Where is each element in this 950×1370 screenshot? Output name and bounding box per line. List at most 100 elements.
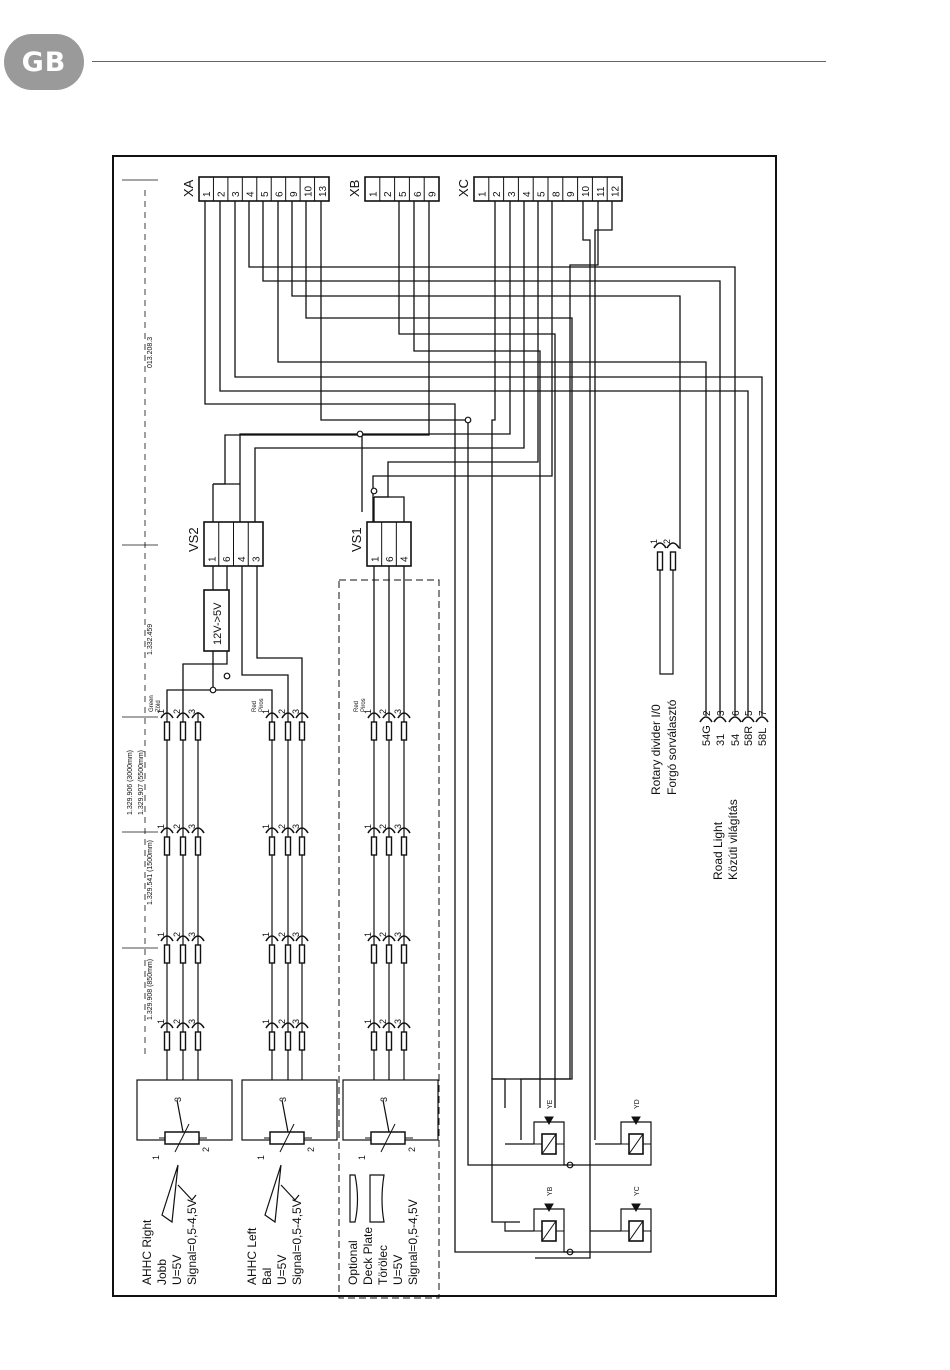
plug-pin-label: 3 (393, 824, 403, 829)
plug-pin-label: 2 (277, 1019, 287, 1024)
plug-pin (268, 1031, 276, 1051)
connector-pin-label: 1 (477, 191, 488, 197)
plug-socket (160, 935, 174, 942)
plug-pin (400, 836, 408, 856)
sensor-box (241, 1079, 338, 1141)
plug-pin (370, 944, 378, 964)
diagram-frame (112, 155, 777, 1297)
connector-pin-label: 2 (383, 191, 394, 197)
connector-pin-label: 6 (222, 556, 233, 562)
plug-pin (194, 1031, 202, 1051)
connector-pin-label: 4 (522, 191, 533, 197)
plug-socket (382, 827, 396, 834)
plug-socket (176, 935, 190, 942)
wire-vs2-pin4 (241, 566, 289, 712)
sensor-box (342, 1079, 439, 1141)
plug-pin (400, 721, 408, 741)
connector-pin-label: 5 (537, 191, 548, 197)
pot-pin-label: 2 (201, 1147, 211, 1152)
plug-pin (370, 1031, 378, 1051)
cable-label: 1.329.541 (1500mm) (147, 840, 154, 905)
plug-socket (191, 827, 205, 834)
plug-pin-label: 1 (261, 932, 271, 937)
sensor-text: Jobb (155, 1259, 169, 1285)
junction-dot (356, 430, 364, 438)
connector-pin-label: 9 (566, 191, 577, 197)
cable-label: 013.208.3 (147, 337, 154, 368)
junction-dot (464, 416, 472, 424)
plug-pin-label: 1 (156, 709, 166, 714)
road-light-terminal-name: 58R (743, 726, 755, 746)
junction-dot (370, 487, 378, 495)
plug-pin (179, 836, 187, 856)
plug-pin-label: 2 (172, 1019, 182, 1024)
connector-pin-label: 2 (492, 191, 503, 197)
plug-pin (298, 1031, 306, 1051)
connector-xb (364, 176, 440, 202)
plug-socket (265, 1022, 279, 1029)
plug-pin-label: 2 (277, 932, 287, 937)
plug-pin (284, 944, 292, 964)
plug-pin (284, 721, 292, 741)
wire-xb5 (398, 200, 556, 1108)
plug-socket (295, 935, 309, 942)
cable-label: 1.329.907 (5500mm) (138, 750, 145, 815)
valve-diode (631, 1116, 641, 1126)
plug-pin (284, 836, 292, 856)
connector-pin-label: 3 (252, 556, 263, 562)
header-rule (92, 61, 826, 62)
connector-pin-label: 10 (581, 185, 592, 197)
pot-arrow (279, 1123, 295, 1153)
valve-coil-diag (628, 1133, 644, 1155)
plug-socket (367, 712, 381, 719)
road-light-terminal-name: 31 (715, 734, 727, 746)
plug-pin-label: 3 (187, 1019, 197, 1024)
plug-pin (268, 836, 276, 856)
rotary-plug-pin (669, 551, 677, 571)
pot-arrow (380, 1123, 396, 1153)
connector-pin-label: 6 (413, 191, 424, 197)
valve-label: YD (634, 1099, 641, 1109)
connector-pin-label: 8 (551, 191, 562, 197)
plug-socket (281, 827, 295, 834)
connector-name: VS1 (349, 527, 364, 552)
plug-pin (179, 1031, 187, 1051)
road-light-socket (741, 716, 755, 723)
plug-pin-label: 3 (291, 709, 301, 714)
plug-pin (370, 836, 378, 856)
plug-socket (382, 935, 396, 942)
valve-coil-diag (628, 1220, 644, 1242)
road-light-socket (728, 716, 742, 723)
plug-pin-label: 2 (378, 709, 388, 714)
right-sensor-sketch (161, 1164, 197, 1224)
plug-pin-label: 3 (291, 1019, 301, 1024)
valve-wiring (504, 1143, 652, 1253)
road-light-pin: 7 (758, 710, 769, 716)
plug-pin (298, 944, 306, 964)
wire-vs2-feed (212, 483, 240, 524)
pot-arrow (174, 1123, 190, 1153)
plug-socket (265, 935, 279, 942)
pot-wiper (176, 1099, 184, 1133)
valve-label: YC (634, 1186, 641, 1196)
connector-pin-label: 12 (611, 185, 622, 197)
plug-pin (194, 944, 202, 964)
plug-socket (191, 1022, 205, 1029)
wire-xc2 (239, 200, 511, 522)
wire-xa9 (291, 200, 681, 549)
plug-pin (163, 1031, 171, 1051)
plug-pin-label: 1 (156, 932, 166, 937)
plug-pin (385, 944, 393, 964)
road-light-terminal-name: 58L (757, 728, 769, 746)
sensor-text: Törölec (376, 1245, 390, 1285)
sensor-text: U=5V (391, 1255, 405, 1285)
connector-pin-label: 4 (237, 556, 248, 562)
plug-socket (281, 935, 295, 942)
connector-xa (198, 176, 330, 202)
voltage-converter (203, 589, 230, 652)
road-light-pin: 3 (716, 710, 727, 716)
valve-coil-diag (541, 1220, 557, 1242)
wire-xb6 (413, 200, 541, 1108)
plug-socket (295, 827, 309, 834)
sensor-text: AHHC Right (140, 1219, 154, 1285)
